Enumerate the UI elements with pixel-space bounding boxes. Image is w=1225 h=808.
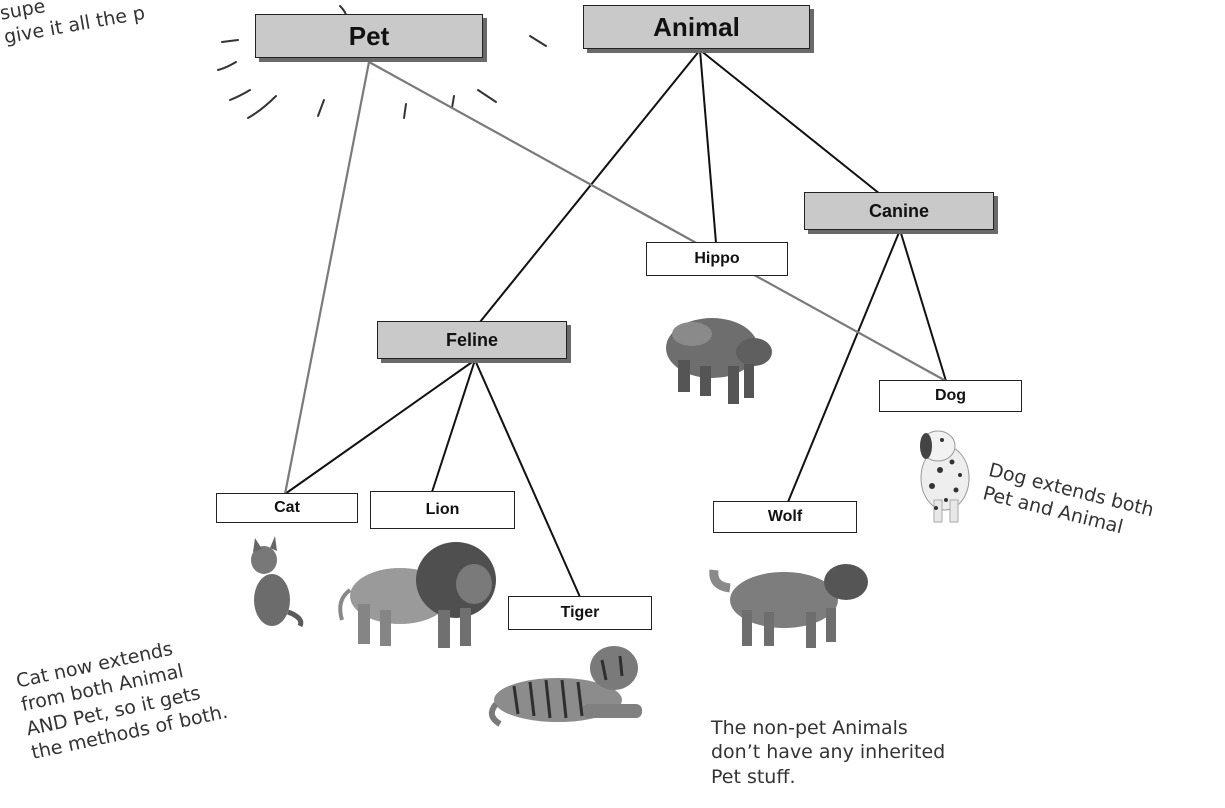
lion-photo (338, 542, 496, 648)
edge-pet-cat (283, 61, 371, 495)
animal-inheritance-edges (284, 49, 947, 598)
edge-feline-cat (284, 359, 476, 495)
edge-canine-wolf (787, 229, 901, 503)
tiger-photo (488, 646, 642, 727)
edge-canine-dog (899, 229, 947, 382)
dog-photo (920, 430, 970, 523)
class-canine: Canine (804, 192, 994, 230)
pet-interface-edges (283, 61, 947, 495)
class-cat: Cat (216, 493, 358, 523)
class-hippo: Hippo (646, 242, 788, 276)
class-feline: Feline (377, 321, 567, 359)
wolf-photo (709, 564, 868, 648)
edge-feline-lion (431, 359, 476, 493)
edge-animal-hippo (699, 49, 717, 244)
edge-feline-tiger (474, 359, 581, 598)
edge-animal-feline (479, 49, 701, 323)
hippo-photo (666, 318, 772, 404)
class-animal: Animal (583, 5, 810, 49)
edge-animal-canine (699, 49, 881, 195)
class-pet: Pet (255, 14, 483, 58)
class-dog: Dog (879, 380, 1022, 412)
annotation-nonpet-note: The non-pet Animals don’t have any inher… (711, 717, 946, 788)
class-tiger: Tiger (508, 596, 652, 630)
class-wolf: Wolf (713, 501, 857, 533)
cat-photo (251, 536, 304, 628)
edge-pet-dog (368, 61, 947, 382)
class-lion: Lion (370, 491, 515, 529)
